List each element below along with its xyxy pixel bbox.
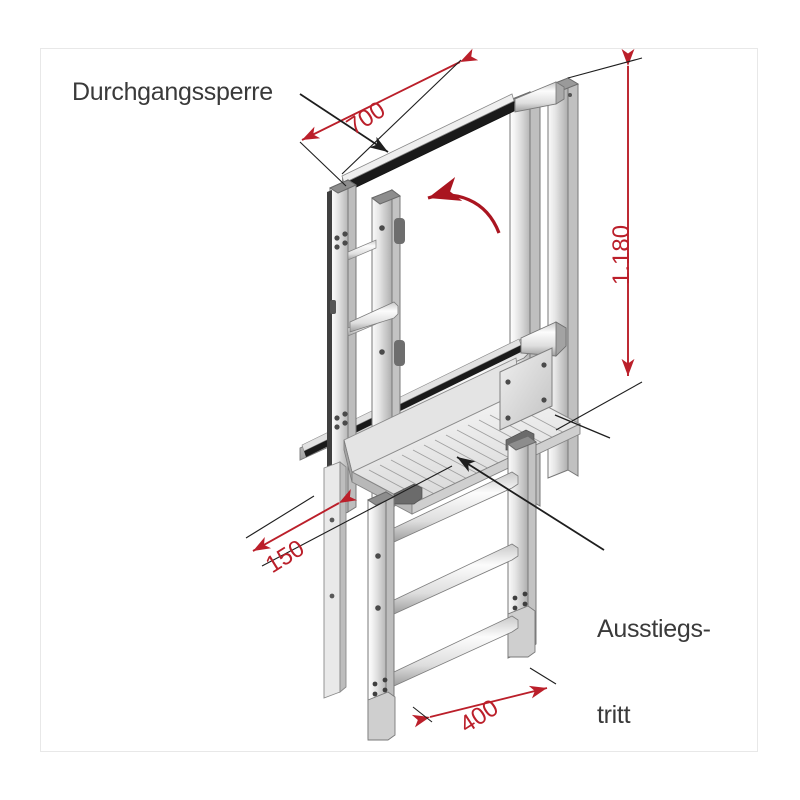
rear-left-lower-stile xyxy=(323,461,347,699)
step-mount-plate xyxy=(499,347,553,431)
dimension-700 xyxy=(299,48,479,187)
leader-durchgangssperre xyxy=(299,93,389,153)
dimension-label-1180: 1.180 xyxy=(608,224,635,285)
gate-grip-mid xyxy=(520,321,567,357)
label-ausstiegstritt-line1: Ausstiegs- xyxy=(597,614,711,643)
gate-handle-top xyxy=(514,81,565,113)
leader-ausstiegstritt xyxy=(456,414,611,551)
label-ausstiegstritt: Ausstiegs- tritt xyxy=(597,557,711,787)
lower-ladder xyxy=(366,435,538,741)
dimension-150 xyxy=(245,465,453,567)
label-durchgangssperre: Durchgangssperre xyxy=(72,78,273,106)
label-ausstiegstritt-line2: tritt xyxy=(597,700,631,729)
right-rear-post xyxy=(546,77,580,479)
cross-rung-upper xyxy=(349,301,399,333)
dimension-400 xyxy=(411,667,557,728)
rotation-arrow-icon xyxy=(427,176,501,234)
